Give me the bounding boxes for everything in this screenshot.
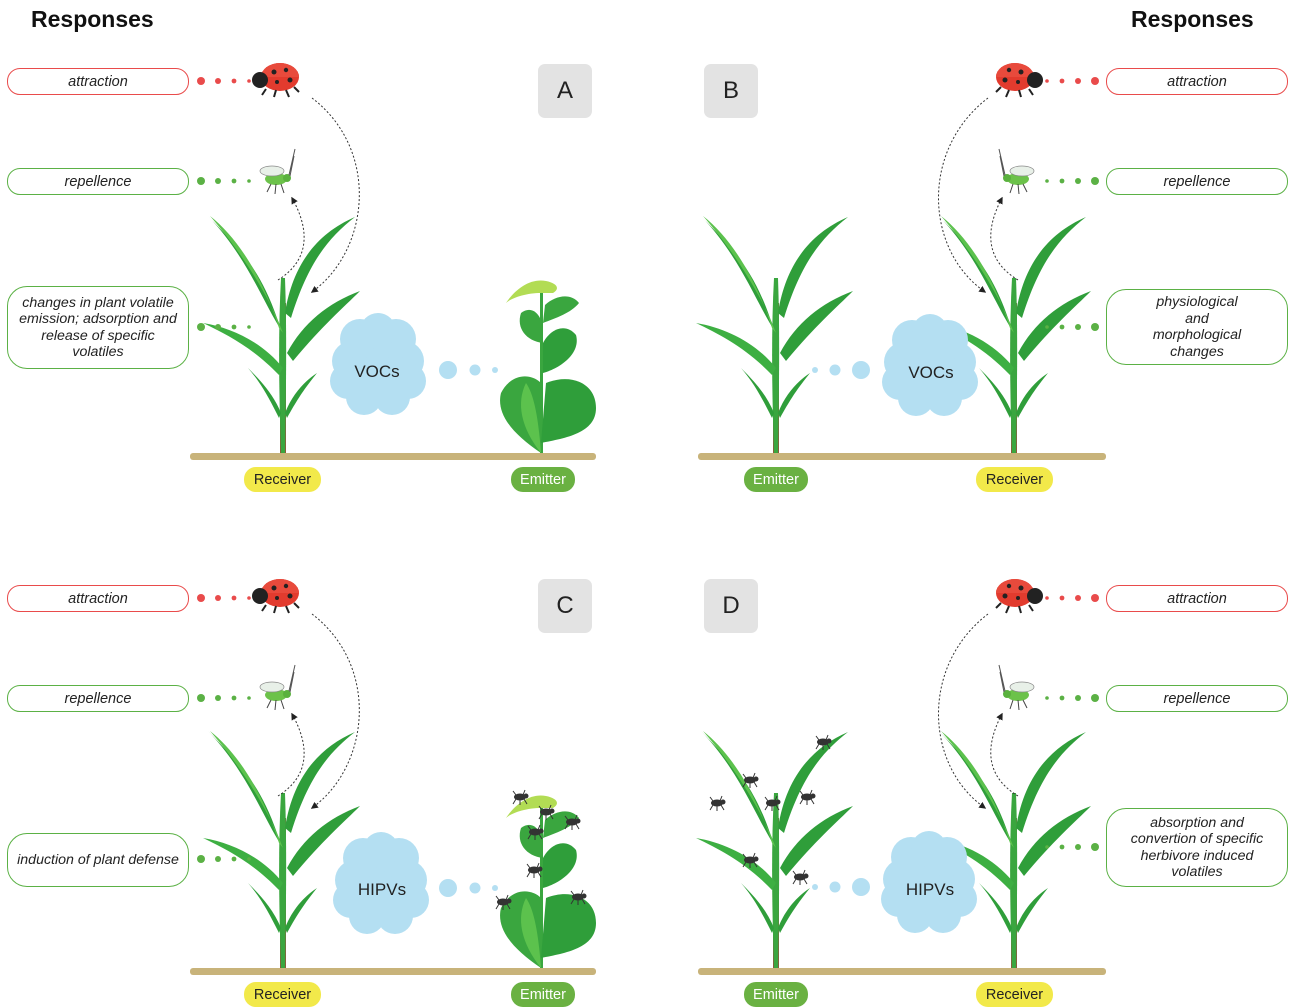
receiver-tag: Receiver [244, 982, 321, 1007]
panel-c: HIPVs [190, 578, 596, 975]
attraction-dots [1045, 594, 1099, 602]
receiver-tag: Receiver [976, 467, 1053, 492]
ground-line [698, 968, 1106, 975]
receiver-tag: Receiver [244, 467, 321, 492]
repellence-label: repellence [1106, 168, 1288, 195]
receiver-maize-plant [203, 216, 360, 453]
repellence-label: repellence [7, 168, 189, 195]
panel-letter-d: D [704, 579, 758, 633]
attraction-arrow [938, 97, 989, 293]
attraction-dots [197, 77, 251, 85]
attraction-arrow [310, 613, 360, 809]
repellence-dots [1045, 694, 1099, 702]
plant-response-label: physiological and morphological changes [1106, 289, 1288, 365]
aphid-icon [259, 148, 296, 195]
cloud-label: VOCs [354, 362, 399, 381]
responses-header-left: Responses [31, 6, 154, 32]
plant-response-dots [1045, 323, 1099, 331]
attraction-label: attraction [1106, 68, 1288, 95]
repellence-dots [1045, 177, 1099, 185]
cloud-trail-dots [812, 361, 870, 379]
emitter-bean-plant [500, 280, 596, 453]
plant-response-label: changes in plant volatile emission; adso… [7, 286, 189, 369]
panel-a: VOCs [190, 62, 596, 460]
attraction-label: attraction [7, 585, 189, 612]
ladybug-icon [251, 578, 300, 614]
repellence-label: repellence [1106, 685, 1288, 712]
plant-response-dots [197, 323, 251, 331]
ladybug-icon [995, 62, 1044, 98]
plant-response-label: absorption and convertion of specific he… [1106, 808, 1288, 887]
attraction-arrow [310, 97, 360, 293]
emitter-maize-plant [696, 216, 853, 453]
plant-response-dots [197, 855, 251, 863]
cloud-label: VOCs [908, 363, 953, 382]
repellence-arrow [990, 712, 1019, 797]
aphid-icon [998, 148, 1035, 195]
emitter-tag: Emitter [511, 467, 575, 492]
repellence-arrow [990, 196, 1019, 281]
aphid-icon [998, 664, 1035, 711]
emitter-tag: Emitter [744, 467, 808, 492]
attraction-dots [1045, 77, 1099, 85]
panel-letter-c: C [538, 579, 592, 633]
emitter-bean-plant [500, 795, 596, 968]
repellence-label: repellence [7, 685, 189, 712]
panel-letter-b: B [704, 64, 758, 118]
responses-header-right: Responses [1131, 6, 1254, 32]
cloud-trail-dots [439, 879, 498, 897]
plant-response-dots [1045, 843, 1099, 851]
ground-line [698, 453, 1106, 460]
attraction-arrow [938, 613, 989, 809]
cloud-trail-dots [439, 361, 498, 379]
emitter-maize-plant [696, 731, 853, 968]
cloud-label: HIPVs [906, 880, 954, 899]
panel-letter-a: A [538, 64, 592, 118]
ground-line [190, 968, 596, 975]
cloud-trail-dots [812, 878, 870, 896]
panel-b: VOCs [696, 62, 1106, 460]
attraction-label: attraction [7, 68, 189, 95]
panel-d: HIPVs [696, 578, 1106, 975]
cloud-label: HIPVs [358, 880, 406, 899]
attraction-dots [197, 594, 251, 602]
plant-response-label: induction of plant defense [7, 833, 189, 887]
repellence-dots [197, 694, 251, 702]
emitter-tag: Emitter [511, 982, 575, 1007]
repellence-dots [197, 177, 251, 185]
ladybug-icon [251, 62, 300, 98]
ground-line [190, 453, 596, 460]
receiver-tag: Receiver [976, 982, 1053, 1007]
attraction-label: attraction [1106, 585, 1288, 612]
aphid-icon [259, 664, 296, 711]
emitter-tag: Emitter [744, 982, 808, 1007]
receiver-maize-plant [203, 731, 360, 968]
ladybug-icon [995, 578, 1044, 614]
